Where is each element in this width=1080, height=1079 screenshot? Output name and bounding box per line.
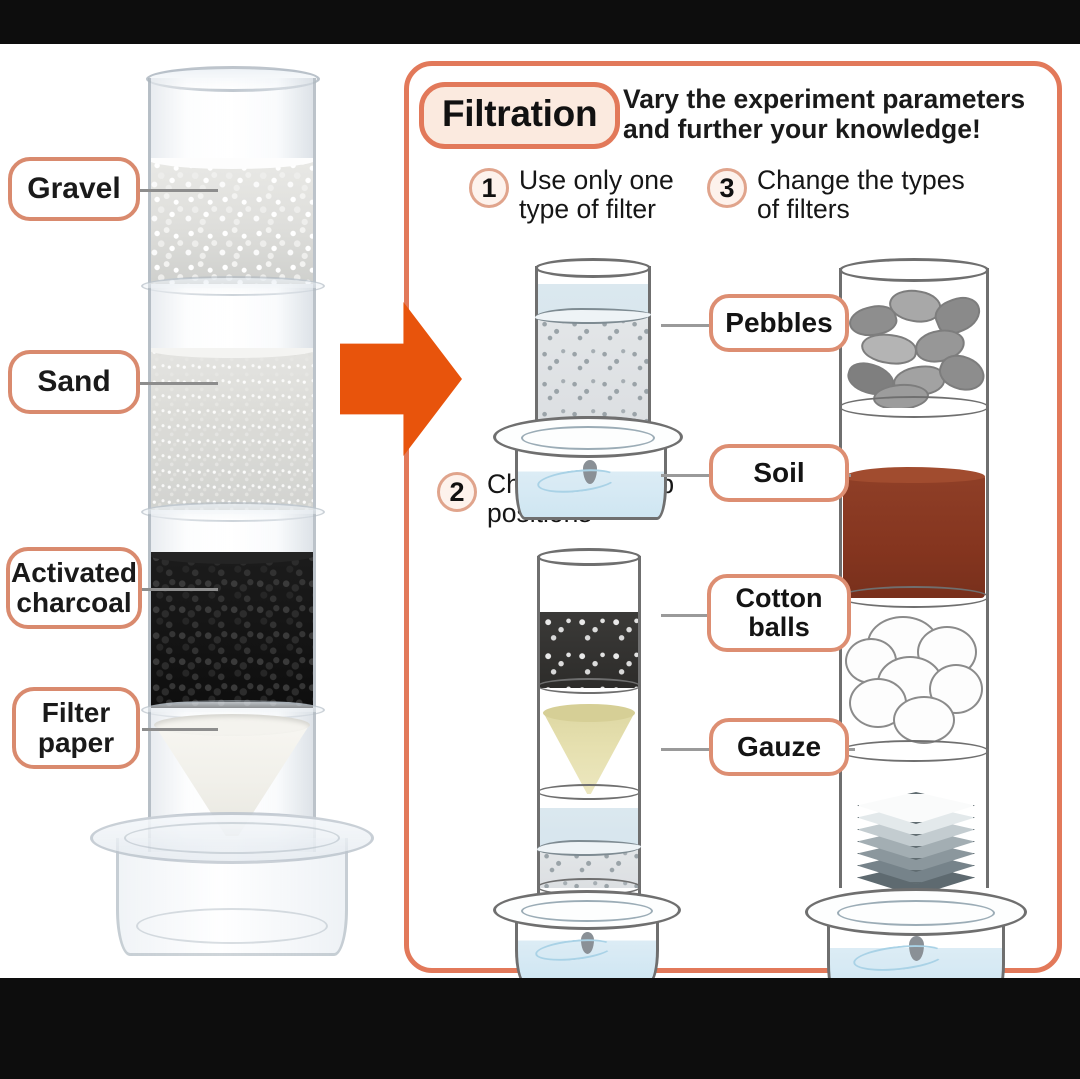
ill2-charcoal: [540, 612, 638, 688]
ill2-foam-line: [537, 840, 641, 856]
leader-filter-paper: [142, 728, 218, 731]
label-cotton-balls[interactable]: Cotton balls: [707, 574, 851, 652]
media-activated-charcoal: [151, 552, 313, 708]
pebble: [859, 331, 919, 367]
media-sand: [151, 348, 313, 510]
step-1: 1 Use only one type of filter: [469, 165, 699, 225]
diagram-stage: Gravel Sand Activated charcoal Filter pa…: [0, 44, 1080, 978]
label-filter-paper[interactable]: Filter paper: [12, 687, 140, 769]
ill2-filter-paper-cone-top: [543, 704, 635, 722]
leader-gravel: [140, 189, 218, 192]
label-pebbles-text: Pebbles: [725, 307, 833, 339]
filtration-photo-column: [86, 52, 386, 972]
label-gravel-text: Gravel: [27, 172, 121, 206]
ill2-divider-1: [537, 678, 641, 694]
label-gauze-text: Gauze: [736, 731, 822, 763]
ill3-pebbles-layer: [843, 284, 985, 408]
label-gauze[interactable]: Gauze: [709, 718, 849, 776]
ill3-divider-1: [839, 396, 989, 418]
dish-lid-inner-ring: [124, 822, 340, 854]
ill2-column-wall: [537, 556, 641, 896]
ill3-divider-3: [839, 740, 989, 762]
dish-floor: [136, 908, 328, 944]
ill1-sand-bed: [538, 314, 648, 422]
ill3-soil-layer: [843, 467, 985, 598]
ill2-lid-inner-ring: [521, 900, 653, 922]
step-3: 3 Change the types of filters: [707, 165, 987, 225]
ill2-divider-2: [537, 784, 641, 800]
ill3-top-rim: [839, 258, 989, 282]
label-filter-paper-text: Filter paper: [37, 697, 115, 758]
label-soil[interactable]: Soil: [709, 444, 849, 502]
leader-sand: [140, 382, 218, 385]
ill3-cotton-layer: [843, 612, 985, 752]
letterbox-bar-top: [0, 0, 1080, 44]
ill3-divider-2: [839, 586, 989, 608]
filter-paper-cone-top: [154, 714, 310, 736]
ill2-top-rim: [537, 548, 641, 566]
label-sand[interactable]: Sand: [8, 350, 140, 414]
label-activated-charcoal[interactable]: Activated charcoal: [6, 547, 142, 629]
step-3-number: 3: [707, 168, 747, 208]
filtration-info-panel: Filtration Vary the experiment parameter…: [404, 61, 1062, 978]
leader-charcoal: [142, 588, 218, 591]
label-activated-charcoal-text: Activated charcoal: [10, 557, 138, 618]
step-3-text: Change the types of filters: [757, 165, 965, 225]
label-sand-text: Sand: [37, 365, 111, 399]
ill1-cup-wall: [535, 266, 651, 426]
label-cotton-balls-text: Cotton balls: [735, 583, 823, 642]
letterbox-bar-bottom: [0, 978, 1080, 1079]
ill3-lid-inner-ring: [837, 900, 995, 926]
page-title: Filtration: [419, 82, 621, 149]
label-pebbles[interactable]: Pebbles: [709, 294, 849, 352]
step-1-text: Use only one type of filter: [519, 165, 674, 225]
collection-dish-photo: [90, 812, 374, 978]
media-gravel: [151, 158, 313, 284]
panel-subtitle: Vary the experiment parameters and furth…: [623, 84, 1026, 145]
label-soil-text: Soil: [753, 457, 805, 489]
illustration-single-filter: [493, 256, 683, 520]
ill1-foam-line: [535, 308, 651, 324]
ill3-gauze-layer: [841, 790, 987, 906]
label-gravel[interactable]: Gravel: [8, 157, 140, 221]
step-1-number: 1: [469, 168, 509, 208]
illustration-filter-types-column: [805, 256, 1051, 978]
cotton-ball: [893, 696, 955, 744]
ill1-cup-rim: [535, 258, 651, 278]
illustration-cup-positions: [489, 546, 685, 978]
ill1-lid-inner-ring: [521, 426, 655, 450]
step-2-number: 2: [437, 472, 477, 512]
